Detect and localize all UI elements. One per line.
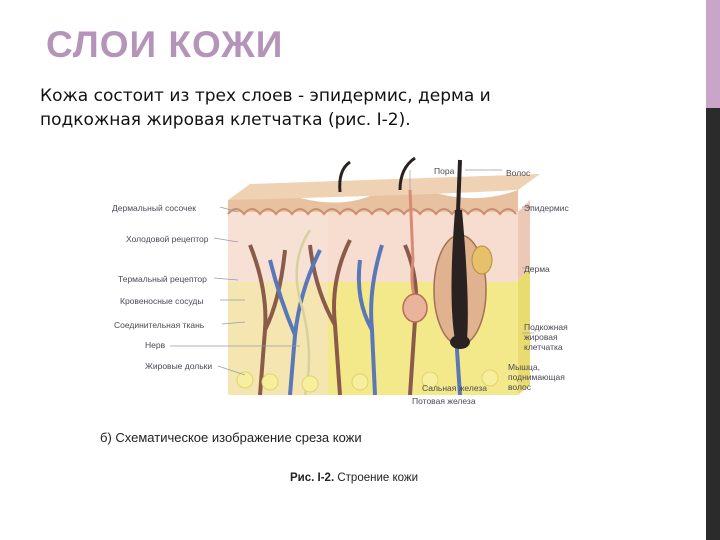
slide-accent-bar <box>706 0 720 108</box>
label-pore: Пора <box>434 166 455 176</box>
slide-title: СЛОИ КОЖИ <box>46 24 284 65</box>
label-connective-tissue: Соединительная ткань <box>114 320 205 330</box>
label-sebaceous-gland: Сальная железа <box>422 383 487 393</box>
figure-caption-text: Строение кожи <box>337 472 419 484</box>
label-hair: Волос <box>506 168 531 178</box>
label-thermal-receptor: Термальный рецептор <box>118 274 207 284</box>
fat-layer-side <box>518 268 530 395</box>
label-dermal-papilla: Дермальный сосочек <box>112 203 196 213</box>
label-dermis: Дерма <box>524 264 550 274</box>
figure-caption-label: Рис. I-2. <box>290 472 335 484</box>
slide-paragraph: Кожа состоит из трех слоев - эпидермис, … <box>40 86 491 130</box>
dermis-side <box>518 200 530 280</box>
label-subcutaneous-fat: Подкожная жировая клетчатка <box>524 322 568 352</box>
figure-subcaption: б) Схематическое изображение среза кожи <box>100 430 362 445</box>
sebaceous-gland <box>471 245 493 275</box>
epidermis-top <box>228 174 540 200</box>
label-arrector-muscle: Мышца, поднимающая волос <box>508 362 565 392</box>
label-fat-lobules: Жировые дольки <box>145 361 213 371</box>
dermis-front <box>228 212 328 395</box>
figure-caption: Рис. I-2. Строение кожи <box>290 472 418 484</box>
dermal-papillae <box>227 208 517 216</box>
slide-right-border <box>706 0 720 540</box>
label-epidermis: Эпидермис <box>524 203 569 213</box>
nerve <box>295 229 312 396</box>
epidermis-layer <box>228 189 518 212</box>
label-sweat-gland: Потовая железа <box>412 396 476 406</box>
fat-lobules <box>236 369 499 393</box>
sweat-gland <box>402 189 428 323</box>
label-cold-receptor: Холодовой рецептор <box>126 234 209 244</box>
label-blood-vessels: Кровеносные сосуды <box>120 296 204 306</box>
surface-hairs <box>338 156 416 193</box>
leader-lines <box>170 169 534 376</box>
label-nerve: Нерв <box>145 340 166 350</box>
skin-diagram <box>170 156 540 396</box>
